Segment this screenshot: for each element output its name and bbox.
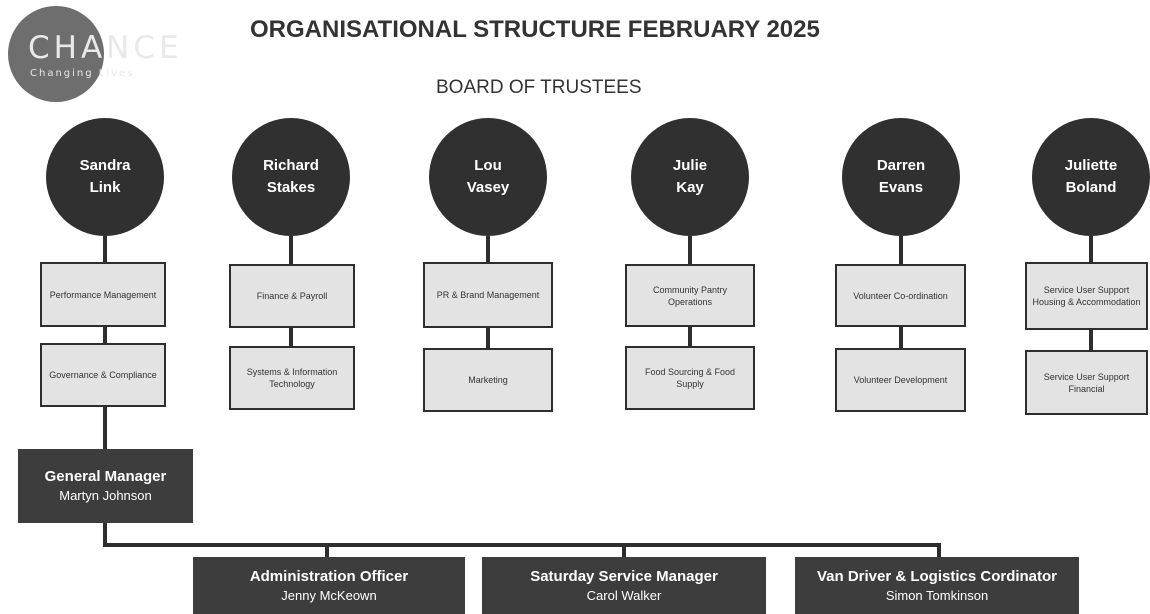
connector <box>899 327 903 348</box>
connector <box>1089 236 1093 262</box>
connector <box>103 236 107 262</box>
logo-tagline: Changing Lives <box>30 68 135 79</box>
connector <box>289 328 293 346</box>
connector <box>688 236 692 264</box>
role-label: Governance & Compliance <box>49 370 157 380</box>
connector <box>486 328 490 348</box>
connector <box>622 545 626 557</box>
connector <box>103 543 941 547</box>
role-label: Volunteer Co-ordination <box>853 290 948 301</box>
role-label: Marketing <box>468 375 508 385</box>
staff-role: Administration Officer <box>249 567 409 585</box>
staff-name: Jenny McKeown <box>281 587 377 603</box>
role-box: PR & Brand Management <box>423 262 553 328</box>
connector <box>937 545 941 557</box>
connector <box>325 545 329 557</box>
staff-name: Simon Tomkinson <box>885 587 989 603</box>
role-box: Volunteer Co-ordination <box>835 264 966 327</box>
role-label: Finance & Payroll <box>256 291 328 301</box>
connector <box>1089 330 1093 350</box>
general-manager-box: General Manager Martyn Johnson <box>18 449 193 523</box>
connector <box>688 327 692 346</box>
role-box: Volunteer Development <box>835 348 966 412</box>
role-box: Service User Support Housing & Accommoda… <box>1025 262 1148 330</box>
manager-role: General Manager <box>44 468 167 485</box>
role-box: Governance & Compliance <box>40 343 166 407</box>
role-label: PR & Brand Management <box>436 290 540 300</box>
role-box: Performance Management <box>40 262 166 327</box>
role-box: Community Pantry Operations <box>625 264 755 327</box>
staff-box: Van Driver & Logistics Cordinator Simon … <box>795 557 1079 614</box>
staff-name: Carol Walker <box>586 587 662 603</box>
connector <box>103 327 107 343</box>
staff-role: Van Driver & Logistics Cordinator <box>816 567 1058 585</box>
logo-circle <box>8 6 104 102</box>
manager-name: Martyn Johnson <box>59 488 152 503</box>
role-label: Volunteer Development <box>853 375 948 385</box>
role-label: Food Sourcing & Food Supply <box>644 367 736 389</box>
connector <box>486 236 490 262</box>
role-label: Community Pantry Operations <box>652 284 728 307</box>
role-label: Systems & Information Technology <box>246 367 338 389</box>
role-label: Service User Support Housing & Accommoda… <box>1032 285 1141 307</box>
role-box: Systems & Information Technology <box>229 346 355 410</box>
connector <box>899 236 903 264</box>
role-box: Finance & Payroll <box>229 264 355 328</box>
staff-box: Saturday Service Manager Carol Walker <box>482 557 766 614</box>
logo-wordmark: CHANCE <box>28 30 183 66</box>
connector <box>103 523 107 545</box>
staff-role: Saturday Service Manager <box>530 567 718 585</box>
role-box: Food Sourcing & Food Supply <box>625 346 755 410</box>
board-heading: BOARD OF TRUSTEES <box>436 77 642 98</box>
role-label: Performance Management <box>49 289 157 300</box>
role-box: Service User Support Financial <box>1025 350 1148 415</box>
page-title: ORGANISATIONAL STRUCTURE FEBRUARY 2025 <box>250 16 820 43</box>
connector <box>103 407 107 449</box>
role-box: Marketing <box>423 348 553 412</box>
connector <box>289 236 293 264</box>
staff-box: Administration Officer Jenny McKeown <box>193 557 465 614</box>
role-label: Service User Support Financial <box>1043 371 1130 394</box>
chance-logo: CHANCE Changing Lives <box>8 6 179 102</box>
